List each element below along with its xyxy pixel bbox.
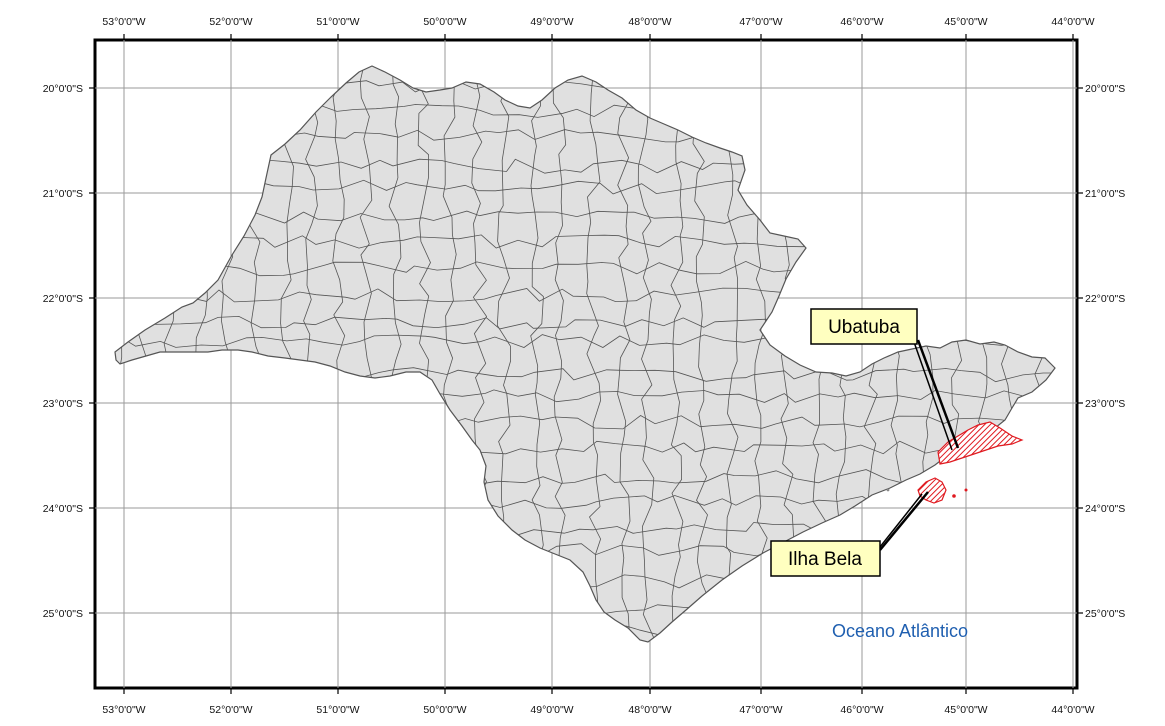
lat-label: 22°0'0"S xyxy=(1085,293,1125,305)
ubatuba-label-box xyxy=(810,308,918,345)
ubatuba-label: Ubatuba xyxy=(828,317,900,338)
lon-labels-top: 53°0'0"W 52°0'0"W 51°0'0"W 50°0'0"W 49°0… xyxy=(102,16,1094,28)
municipality-border xyxy=(586,66,602,642)
lon-label: 49°0'0"W xyxy=(530,16,573,28)
lon-label: 46°0'0"W xyxy=(840,704,883,716)
lon-label: 52°0'0"W xyxy=(209,16,252,28)
lon-label: 45°0'0"W xyxy=(944,704,987,716)
islet xyxy=(952,494,956,498)
lon-label: 51°0'0"W xyxy=(316,704,359,716)
municipality-border xyxy=(617,66,631,642)
lat-label: 25°0'0"S xyxy=(43,608,83,620)
lon-label: 45°0'0"W xyxy=(944,16,987,28)
lon-labels-bottom: 53°0'0"W 52°0'0"W 51°0'0"W 50°0'0"W 49°0… xyxy=(102,704,1094,716)
ilhabela-callout: Ilha Bela xyxy=(770,491,929,577)
lat-label: 23°0'0"S xyxy=(43,398,83,410)
lat-label: 24°0'0"S xyxy=(43,503,83,515)
lon-label: 44°0'0"W xyxy=(1051,704,1094,716)
lon-label: 46°0'0"W xyxy=(840,16,883,28)
municipality-border xyxy=(725,66,739,642)
ubatuba-highlight xyxy=(937,421,1024,465)
ilhabela-label-box xyxy=(770,540,881,577)
lon-label: 49°0'0"W xyxy=(530,704,573,716)
lat-labels-left: 20°0'0"S 21°0'0"S 22°0'0"S 23°0'0"S 24°0… xyxy=(43,83,83,620)
municipality-border xyxy=(637,66,656,642)
lon-label: 44°0'0"W xyxy=(1051,16,1094,28)
lon-label: 50°0'0"W xyxy=(423,704,466,716)
municipality-border xyxy=(691,66,709,642)
ticks xyxy=(89,34,1083,694)
lon-label: 53°0'0"W xyxy=(102,16,145,28)
municipality-border xyxy=(670,66,684,642)
ocean-label: Oceano Atlântico xyxy=(832,621,968,641)
lon-label: 47°0'0"W xyxy=(739,704,782,716)
lat-label: 22°0'0"S xyxy=(43,293,83,305)
lat-label: 20°0'0"S xyxy=(43,83,83,95)
ilhabela-label: Ilha Bela xyxy=(788,549,862,570)
lon-label: 48°0'0"W xyxy=(628,704,671,716)
lon-label: 50°0'0"W xyxy=(423,16,466,28)
ubatuba-leader xyxy=(916,339,960,449)
ilhabela-leader xyxy=(879,491,929,551)
ubatuba-callout: Ubatuba xyxy=(810,308,960,451)
lon-label: 52°0'0"W xyxy=(209,704,252,716)
lat-labels-right: 20°0'0"S 21°0'0"S 22°0'0"S 23°0'0"S 24°0… xyxy=(1085,83,1125,620)
lon-label: 47°0'0"W xyxy=(739,16,782,28)
lat-label: 21°0'0"S xyxy=(43,188,83,200)
lon-label: 53°0'0"W xyxy=(102,704,145,716)
lon-label: 48°0'0"W xyxy=(628,16,671,28)
islet xyxy=(886,488,890,492)
lat-label: 25°0'0"S xyxy=(1085,608,1125,620)
lat-label: 20°0'0"S xyxy=(1085,83,1125,95)
municipality-border xyxy=(552,66,567,642)
lon-label: 51°0'0"W xyxy=(316,16,359,28)
lat-label: 24°0'0"S xyxy=(1085,503,1125,515)
islet xyxy=(964,488,968,492)
lat-label: 23°0'0"S xyxy=(1085,398,1125,410)
state-polygon xyxy=(114,65,1056,643)
lat-label: 21°0'0"S xyxy=(1085,188,1125,200)
